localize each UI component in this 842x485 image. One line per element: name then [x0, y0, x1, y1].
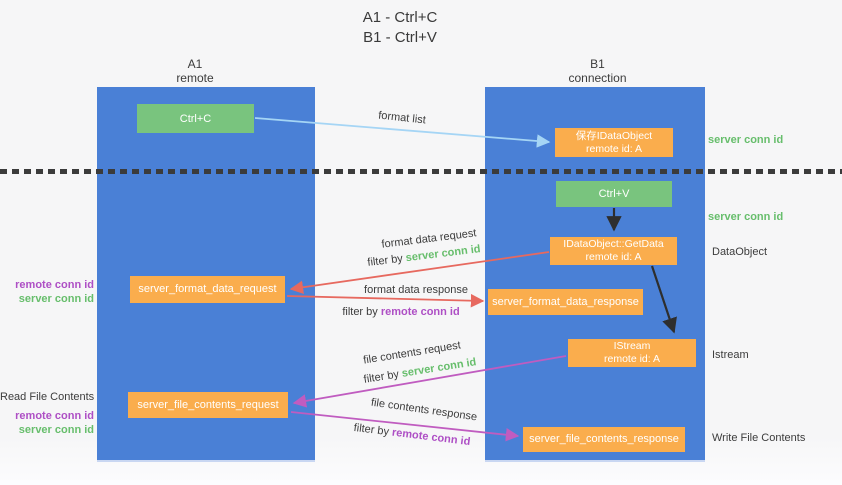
save-dataobject-line2: remote id: A: [585, 142, 643, 155]
filter-by-text: filter by: [353, 421, 390, 439]
remote-conn-id-text: remote conn id: [380, 306, 460, 318]
server-format-data-request-box: server_format_data_request: [130, 276, 285, 303]
column-a1-id: A1: [187, 57, 203, 71]
column-a1-header: A1 remote: [120, 57, 270, 85]
istream-line1: IStream: [613, 340, 651, 352]
format-list-label: format list: [377, 109, 427, 127]
save-dataobject-box: 保存IDataObject remote id: A: [555, 128, 673, 157]
server-conn-id-left-b: server conn id: [18, 424, 94, 436]
column-a1-role: remote: [176, 71, 214, 85]
ctrl-v-box: Ctrl+V: [556, 181, 672, 207]
dataobject-label: DataObject: [712, 246, 768, 258]
write-file-contents-label: Write File Contents: [712, 432, 806, 444]
remote-conn-id-left-a: remote conn id: [15, 279, 94, 291]
server-file-contents-response-label: server_file_contents_response: [529, 433, 679, 445]
filter-by-text: filter by: [342, 306, 378, 318]
istream-line2: remote id: A: [603, 353, 661, 365]
server-conn-id-text: server conn id: [400, 356, 478, 380]
column-b1-role: connection: [568, 71, 627, 85]
server-conn-id-top-label: server conn id: [708, 134, 784, 146]
format-response-filter-label: filter by remote conn id: [342, 306, 459, 318]
istream-box: IStream remote id: A: [568, 339, 696, 367]
server-format-data-response-label: server_format_data_response: [492, 295, 639, 308]
format-data-response-arrow: [286, 293, 485, 308]
server-file-contents-request-box: server_file_contents_request: [128, 392, 288, 418]
remote-conn-id-text: remote conn id: [391, 426, 471, 449]
getdata-line1: IDataObject::GetData: [563, 238, 664, 250]
ctrl-c-label: Ctrl+C: [179, 112, 212, 125]
server-file-contents-request-label: server_file_contents_request: [137, 398, 279, 411]
read-file-contents-label: Read File Contents: [0, 391, 95, 403]
ctrl-c-box: Ctrl+C: [137, 104, 254, 133]
ctrl-v-label: Ctrl+V: [598, 188, 630, 200]
server-file-contents-response-box: server_file_contents_response: [523, 427, 685, 452]
title-line-a1: A1 - Ctrl+C: [362, 9, 438, 26]
server-format-data-request-label: server_format_data_request: [138, 283, 277, 295]
filter-by-text: filter by: [362, 368, 400, 386]
server-format-data-response-box: server_format_data_response: [488, 289, 643, 315]
title-line-b1: B1 - Ctrl+V: [363, 29, 437, 46]
filter-by-text: filter by: [366, 252, 404, 269]
column-b1-header: B1 connection: [520, 57, 675, 85]
getdata-line2: remote id: A: [585, 251, 642, 263]
istream-side-label: Istream: [712, 349, 749, 361]
copy-paste-separator-line: [0, 169, 842, 174]
file-contents-response-label: file contents response: [370, 396, 478, 424]
getdata-box: IDataObject::GetData remote id: A: [550, 237, 677, 265]
remote-conn-id-left-b: remote conn id: [15, 410, 94, 422]
format-data-response-label: format data response: [364, 284, 468, 296]
diagram-title: A1 - Ctrl+C B1 - Ctrl+V: [320, 8, 480, 48]
file-response-filter-label: filter by remote conn id: [353, 422, 471, 448]
server-conn-id-left-a: server conn id: [18, 293, 94, 305]
server-conn-id-mid-label: server conn id: [708, 211, 784, 223]
column-b1-id: B1: [590, 57, 605, 71]
save-dataobject-line1: 保存IDataObject: [575, 129, 653, 142]
